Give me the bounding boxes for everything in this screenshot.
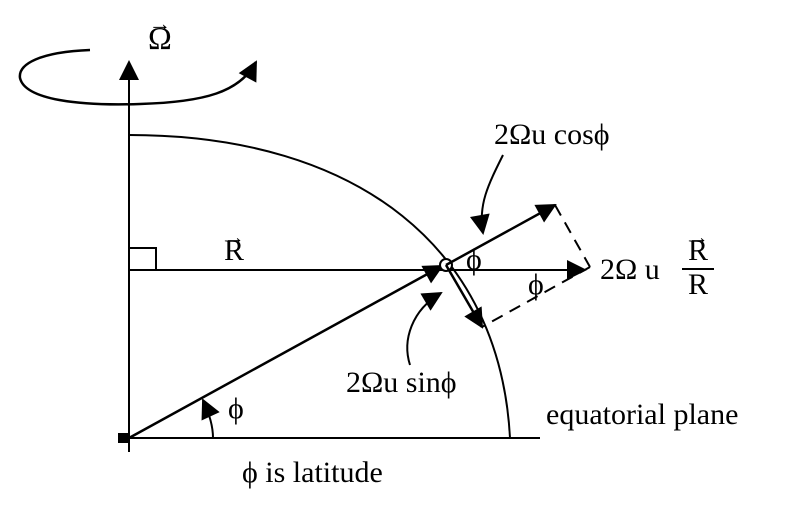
sin-component-label: 2Ωu sinϕ bbox=[346, 366, 457, 399]
sin-component-vector bbox=[444, 264, 484, 329]
dashed-side-lower bbox=[481, 266, 591, 328]
earth-surface-arc bbox=[128, 134, 511, 439]
r-direction-prefix: 2Ω u bbox=[600, 253, 660, 286]
cos-label-pointer bbox=[469, 154, 504, 235]
radius-line bbox=[128, 264, 444, 440]
rotation-swirl-arrow bbox=[18, 48, 258, 106]
phi-right-label: ϕ bbox=[528, 268, 544, 301]
sin-label-pointer bbox=[406, 291, 443, 366]
omega-label: →Ω bbox=[148, 10, 172, 56]
r-direction-fraction: →R R bbox=[682, 227, 714, 300]
r-vector-label: →R bbox=[223, 225, 245, 267]
latitude-angle-arc bbox=[201, 398, 220, 439]
cos-component-vector bbox=[445, 203, 557, 267]
dashed-side-upper bbox=[554, 204, 591, 268]
equatorial-plane-label: equatorial plane bbox=[546, 398, 739, 431]
cos-component-label: 2Ωu cosϕ bbox=[494, 118, 610, 151]
phi-at-point-label: ϕ bbox=[466, 243, 482, 276]
right-angle-marker bbox=[129, 247, 157, 270]
center-point bbox=[118, 433, 128, 443]
latitude-caption: ϕ is latitude bbox=[242, 456, 383, 489]
latitude-phi-label: ϕ bbox=[228, 392, 244, 425]
